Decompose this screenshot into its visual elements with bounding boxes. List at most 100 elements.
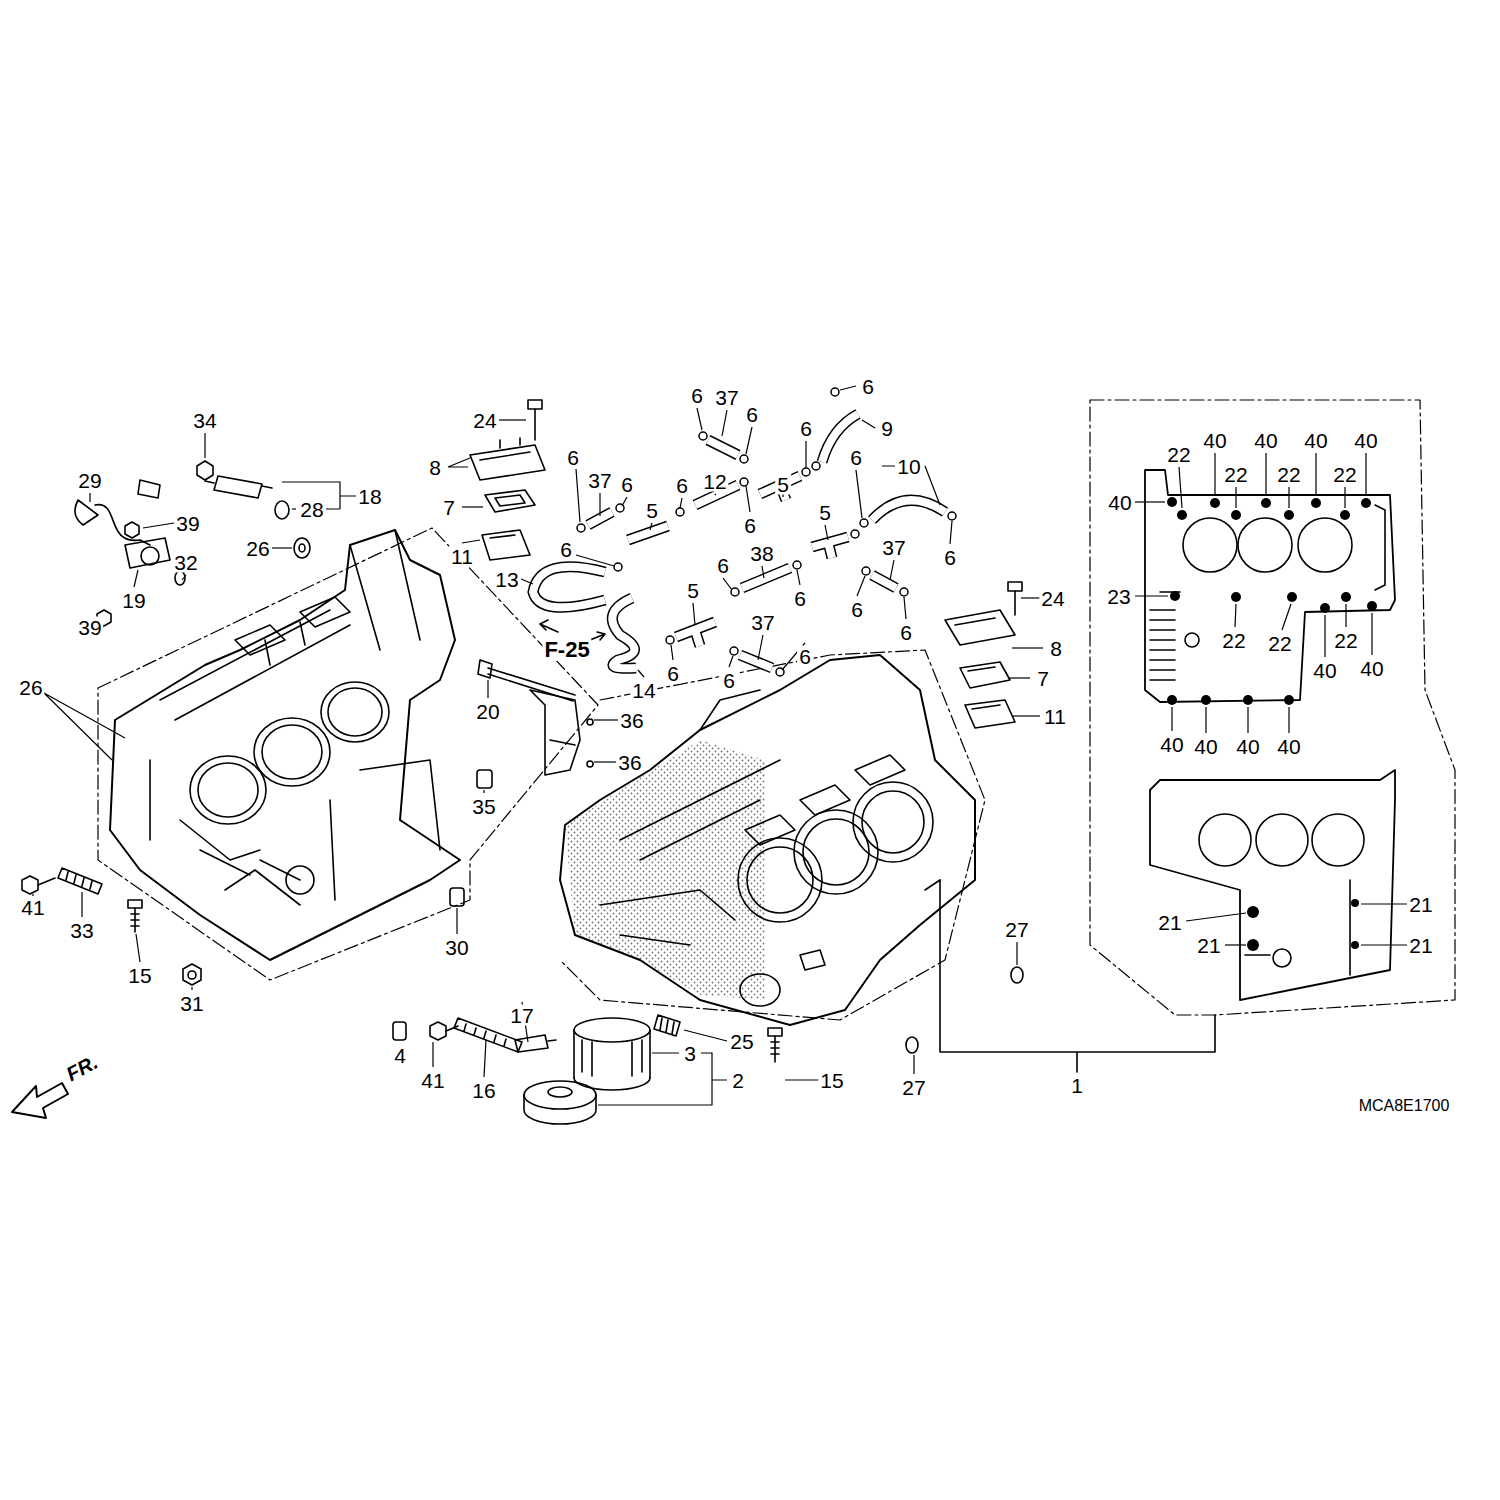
callout-number: 27 — [900, 1077, 927, 1098]
direction-mark: FR. — [61, 1051, 102, 1086]
callout-number: 6 — [942, 547, 958, 568]
callout-number: 22 — [1165, 444, 1192, 465]
callout-number: 40 — [1275, 736, 1302, 757]
callout-number: 6 — [665, 663, 681, 684]
callout-number: 22 — [1332, 630, 1359, 651]
reference-mark: F-25 — [542, 639, 591, 661]
callout-number: 8 — [1048, 638, 1064, 659]
callout-number: 39 — [76, 617, 103, 638]
callout-number: 5 — [685, 580, 701, 601]
callout-number: 33 — [68, 920, 95, 941]
callout-number: 6 — [619, 474, 635, 495]
callout-number: 37 — [749, 612, 776, 633]
callout-number: 4 — [392, 1045, 408, 1066]
callout-number: 1 — [1069, 1075, 1085, 1096]
callout-number: 41 — [419, 1070, 446, 1091]
callout-number: 20 — [474, 701, 501, 722]
callout-number: 37 — [586, 470, 613, 491]
callout-number: 17 — [508, 1005, 535, 1026]
callout-number: 6 — [792, 588, 808, 609]
callout-number: 41 — [19, 897, 46, 918]
callout-number: 32 — [172, 552, 199, 573]
callout-number: 5 — [817, 502, 833, 523]
callout-number: 6 — [715, 555, 731, 576]
callout-number: 26 — [17, 677, 44, 698]
clamps — [577, 388, 956, 676]
callout-number: 21 — [1195, 935, 1222, 956]
callout-number: 5 — [644, 500, 660, 521]
callout-number: 6 — [742, 515, 758, 536]
hoses — [533, 414, 945, 668]
callout-number: 22 — [1220, 630, 1247, 651]
callout-number: 40 — [1252, 430, 1279, 451]
callout-number: 10 — [895, 456, 922, 477]
callout-number: 29 — [76, 470, 103, 491]
callout-number: 6 — [849, 599, 865, 620]
callout-number: 9 — [879, 418, 895, 439]
callout-number: 11 — [1042, 706, 1068, 727]
callout-number: 21 — [1407, 894, 1434, 915]
callout-number: 6 — [898, 622, 914, 643]
callout-number: 6 — [744, 404, 760, 425]
callout-number: 12 — [701, 471, 728, 492]
callout-number: 22 — [1331, 464, 1358, 485]
callout-number: 38 — [748, 543, 775, 564]
callout-number: 40 — [1311, 660, 1338, 681]
callout-number: 3 — [682, 1043, 698, 1064]
callout-number: 40 — [1158, 734, 1185, 755]
callout-number: 6 — [798, 418, 814, 439]
callout-number: 24 — [1039, 588, 1066, 609]
callout-number: 40 — [1352, 430, 1379, 451]
callout-number: 39 — [174, 513, 201, 534]
callout-number: 15 — [818, 1070, 845, 1091]
callout-number: 40 — [1302, 430, 1329, 451]
callout-number: 35 — [470, 796, 497, 817]
callout-number: 6 — [558, 539, 574, 560]
callout-number: 36 — [618, 710, 645, 731]
callout-number: 15 — [126, 965, 153, 986]
callout-number: 26 — [244, 538, 271, 559]
callout-number: 2 — [730, 1070, 746, 1091]
callout-number: 40 — [1192, 736, 1219, 757]
line-art — [12, 400, 1455, 1124]
callout-number: 6 — [721, 670, 737, 691]
callout-number: 14 — [630, 680, 657, 701]
callout-number: 6 — [797, 646, 813, 667]
callout-number: 8 — [427, 457, 443, 478]
callout-number: 19 — [120, 590, 147, 611]
callout-number: 5 — [775, 474, 791, 495]
callout-number: 18 — [356, 486, 383, 507]
callout-number: 40 — [1106, 492, 1133, 513]
callout-number: 34 — [191, 410, 218, 431]
callout-number: 6 — [565, 447, 581, 468]
bolt-dots — [1167, 497, 1377, 951]
callout-number: 6 — [860, 376, 876, 397]
callout-number: 6 — [848, 447, 864, 468]
callout-number: 37 — [713, 387, 740, 408]
callout-number: 37 — [880, 537, 907, 558]
callout-number: 25 — [728, 1031, 755, 1052]
callout-number: 16 — [470, 1080, 497, 1101]
callout-number: 6 — [689, 385, 705, 406]
callout-number: 40 — [1234, 736, 1261, 757]
callout-number: 27 — [1003, 919, 1030, 940]
callout-number: 22 — [1222, 464, 1249, 485]
callout-number: 21 — [1407, 935, 1434, 956]
leader-lines — [33, 386, 1407, 1105]
callout-number: 40 — [1358, 658, 1385, 679]
callout-number: 30 — [443, 937, 470, 958]
callout-number: 23 — [1105, 586, 1132, 607]
stipple — [565, 740, 765, 1000]
callout-number: 31 — [178, 993, 205, 1014]
callout-number: 28 — [298, 499, 325, 520]
callout-number: 6 — [674, 475, 690, 496]
callout-number: 13 — [493, 569, 520, 590]
callout-number: 22 — [1275, 464, 1302, 485]
callout-number: 22 — [1266, 633, 1293, 654]
callout-number: 40 — [1201, 430, 1228, 451]
callout-number: 7 — [1035, 668, 1051, 689]
callout-number: 7 — [441, 497, 457, 518]
diagram-code: MCA8E1700 — [1357, 1098, 1452, 1114]
callout-number: 24 — [471, 410, 498, 431]
